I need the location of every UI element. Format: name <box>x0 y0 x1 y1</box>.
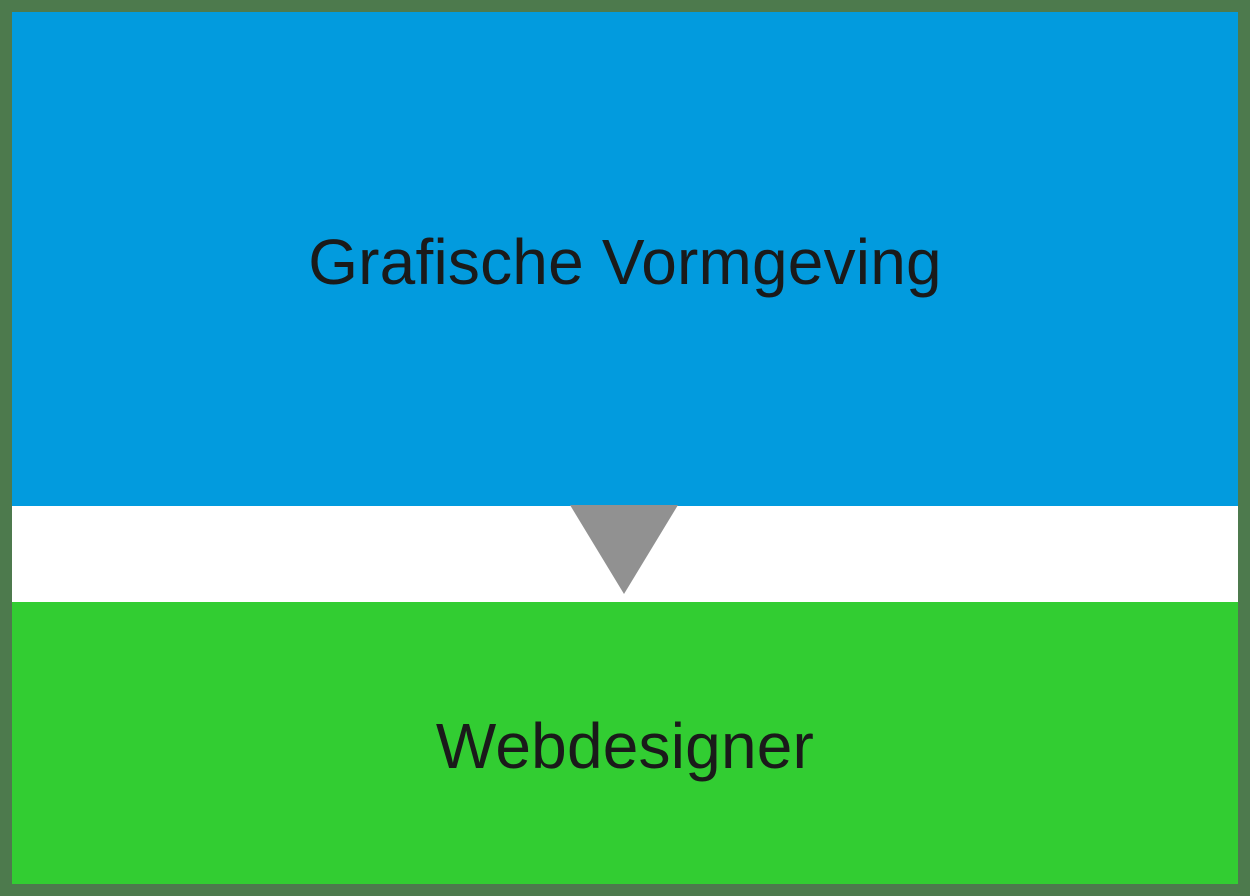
arrow-head-icon <box>570 505 678 594</box>
node-webdesigner[interactable]: Webdesigner <box>12 602 1238 884</box>
node-grafische-vormgeving[interactable]: Grafische Vormgeving <box>12 12 1238 506</box>
node-parent-label: Grafische Vormgeving <box>308 226 942 298</box>
node-child-label: Webdesigner <box>435 710 815 782</box>
